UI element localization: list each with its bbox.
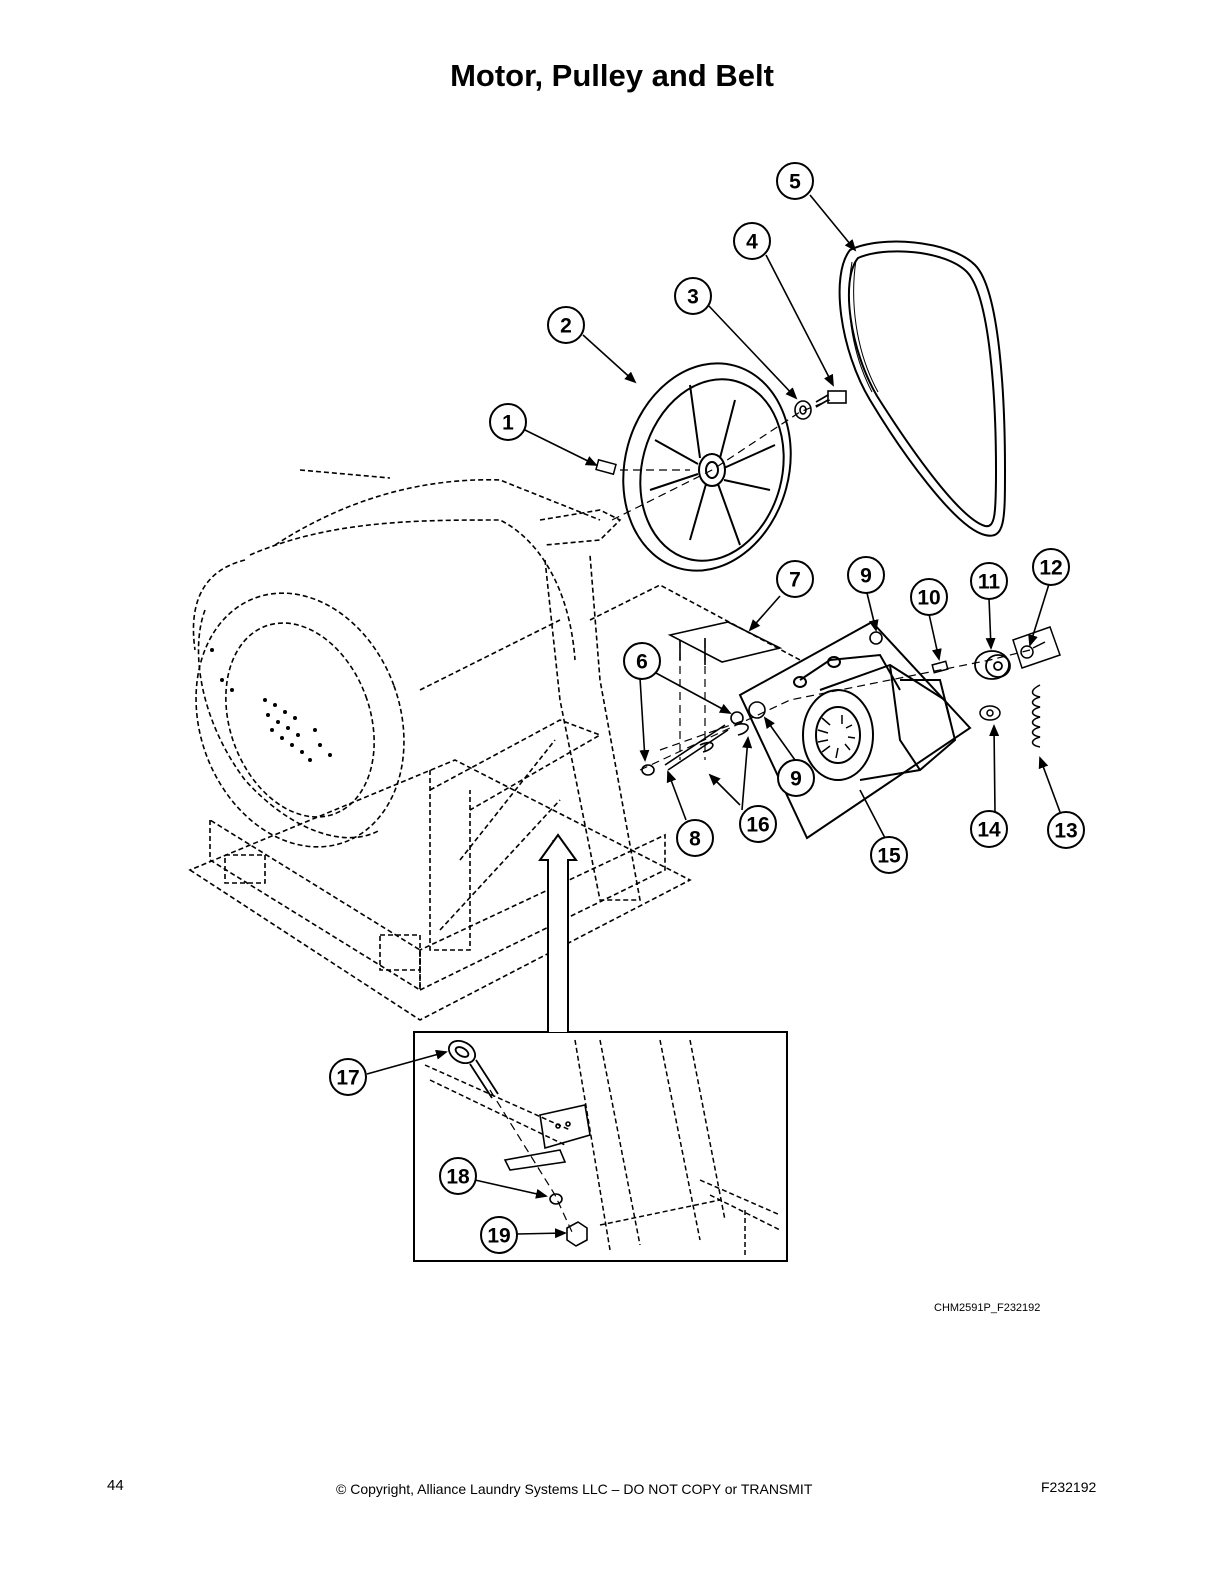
document-number: F232192 [1041, 1479, 1097, 1495]
callout-11-label: 11 [978, 571, 1001, 594]
callout-4-label: 4 [746, 231, 758, 254]
callout-8-label: 8 [689, 828, 701, 851]
callout-18-circle [439, 1157, 477, 1195]
washer-and-bolt [794, 390, 847, 420]
callout-9b-circle [777, 759, 815, 797]
figure-id: CHM2591P_F232192 [934, 1302, 1041, 1314]
hinge-hardware [641, 631, 883, 776]
copyright-notice: © Copyright, Alliance Laundry Systems LL… [336, 1481, 813, 1497]
callout-12-label: 12 [1039, 557, 1062, 580]
callout-1-circle [489, 403, 527, 441]
drum-pulley [622, 362, 792, 572]
callout-14-circle [970, 810, 1008, 848]
drum-perforations [210, 648, 332, 762]
callout-17-label: 17 [336, 1067, 359, 1090]
spring-clip [979, 705, 1001, 721]
callout-18-label: 18 [446, 1166, 470, 1189]
callout-5-label: 5 [789, 171, 801, 194]
tension-spring [1031, 684, 1041, 748]
callout-2-circle [547, 306, 585, 344]
pulley-key [595, 458, 617, 476]
detail-callout-arrow [538, 833, 578, 1032]
callout-5-circle [776, 162, 814, 200]
detail-view-contents [424, 1039, 781, 1255]
motor-mount-plate [667, 621, 783, 665]
callout-4-circle [733, 222, 771, 260]
detail-washer-nut [549, 1193, 588, 1247]
dryer-frame-phantom [188, 469, 801, 1021]
callout-6-label: 6 [636, 651, 648, 674]
callout-19-circle [480, 1216, 518, 1254]
callout-3-label: 3 [687, 286, 699, 309]
callout-9b-label: 9 [790, 768, 802, 791]
callout-15-label: 15 [877, 845, 901, 868]
callout-8-circle [676, 819, 714, 857]
page-number: 44 [107, 1477, 124, 1494]
detail-bracket [503, 1104, 591, 1171]
callout-15-circle [870, 836, 908, 874]
leader-line-15 [859, 789, 886, 839]
motor-key [931, 660, 949, 674]
motor-pulley [974, 650, 1011, 680]
callout-2-label: 2 [560, 315, 572, 338]
callout-16-label: 16 [746, 814, 769, 837]
callout-9a-label: 9 [860, 565, 872, 588]
callout-17-circle [329, 1058, 367, 1096]
setscrew-detail [1012, 626, 1061, 669]
callout-11-circle [970, 562, 1008, 600]
motor-fan-slots [817, 715, 856, 759]
callout-10-label: 10 [917, 587, 940, 610]
callout-7-label: 7 [789, 569, 801, 592]
callout-19-label: 19 [487, 1225, 510, 1248]
callout-9a-circle [847, 556, 885, 594]
callout-16-circle [739, 805, 777, 843]
callout-1-label: 1 [502, 412, 514, 435]
callout-14-label: 14 [977, 819, 1001, 842]
callout-7-circle [776, 560, 814, 598]
callout-13-label: 13 [1054, 820, 1077, 843]
callout-6-circle [623, 642, 661, 680]
callout-13-circle [1047, 811, 1085, 849]
callout-10-circle [910, 578, 948, 616]
leader-lines [366, 194, 1061, 1239]
eyebolt [447, 1039, 499, 1099]
detail-view-box [413, 1031, 788, 1262]
callout-12-circle [1032, 548, 1070, 586]
drive-belt [838, 240, 1007, 537]
callout-3-circle [674, 277, 712, 315]
page-title: Motor, Pulley and Belt [450, 58, 774, 93]
